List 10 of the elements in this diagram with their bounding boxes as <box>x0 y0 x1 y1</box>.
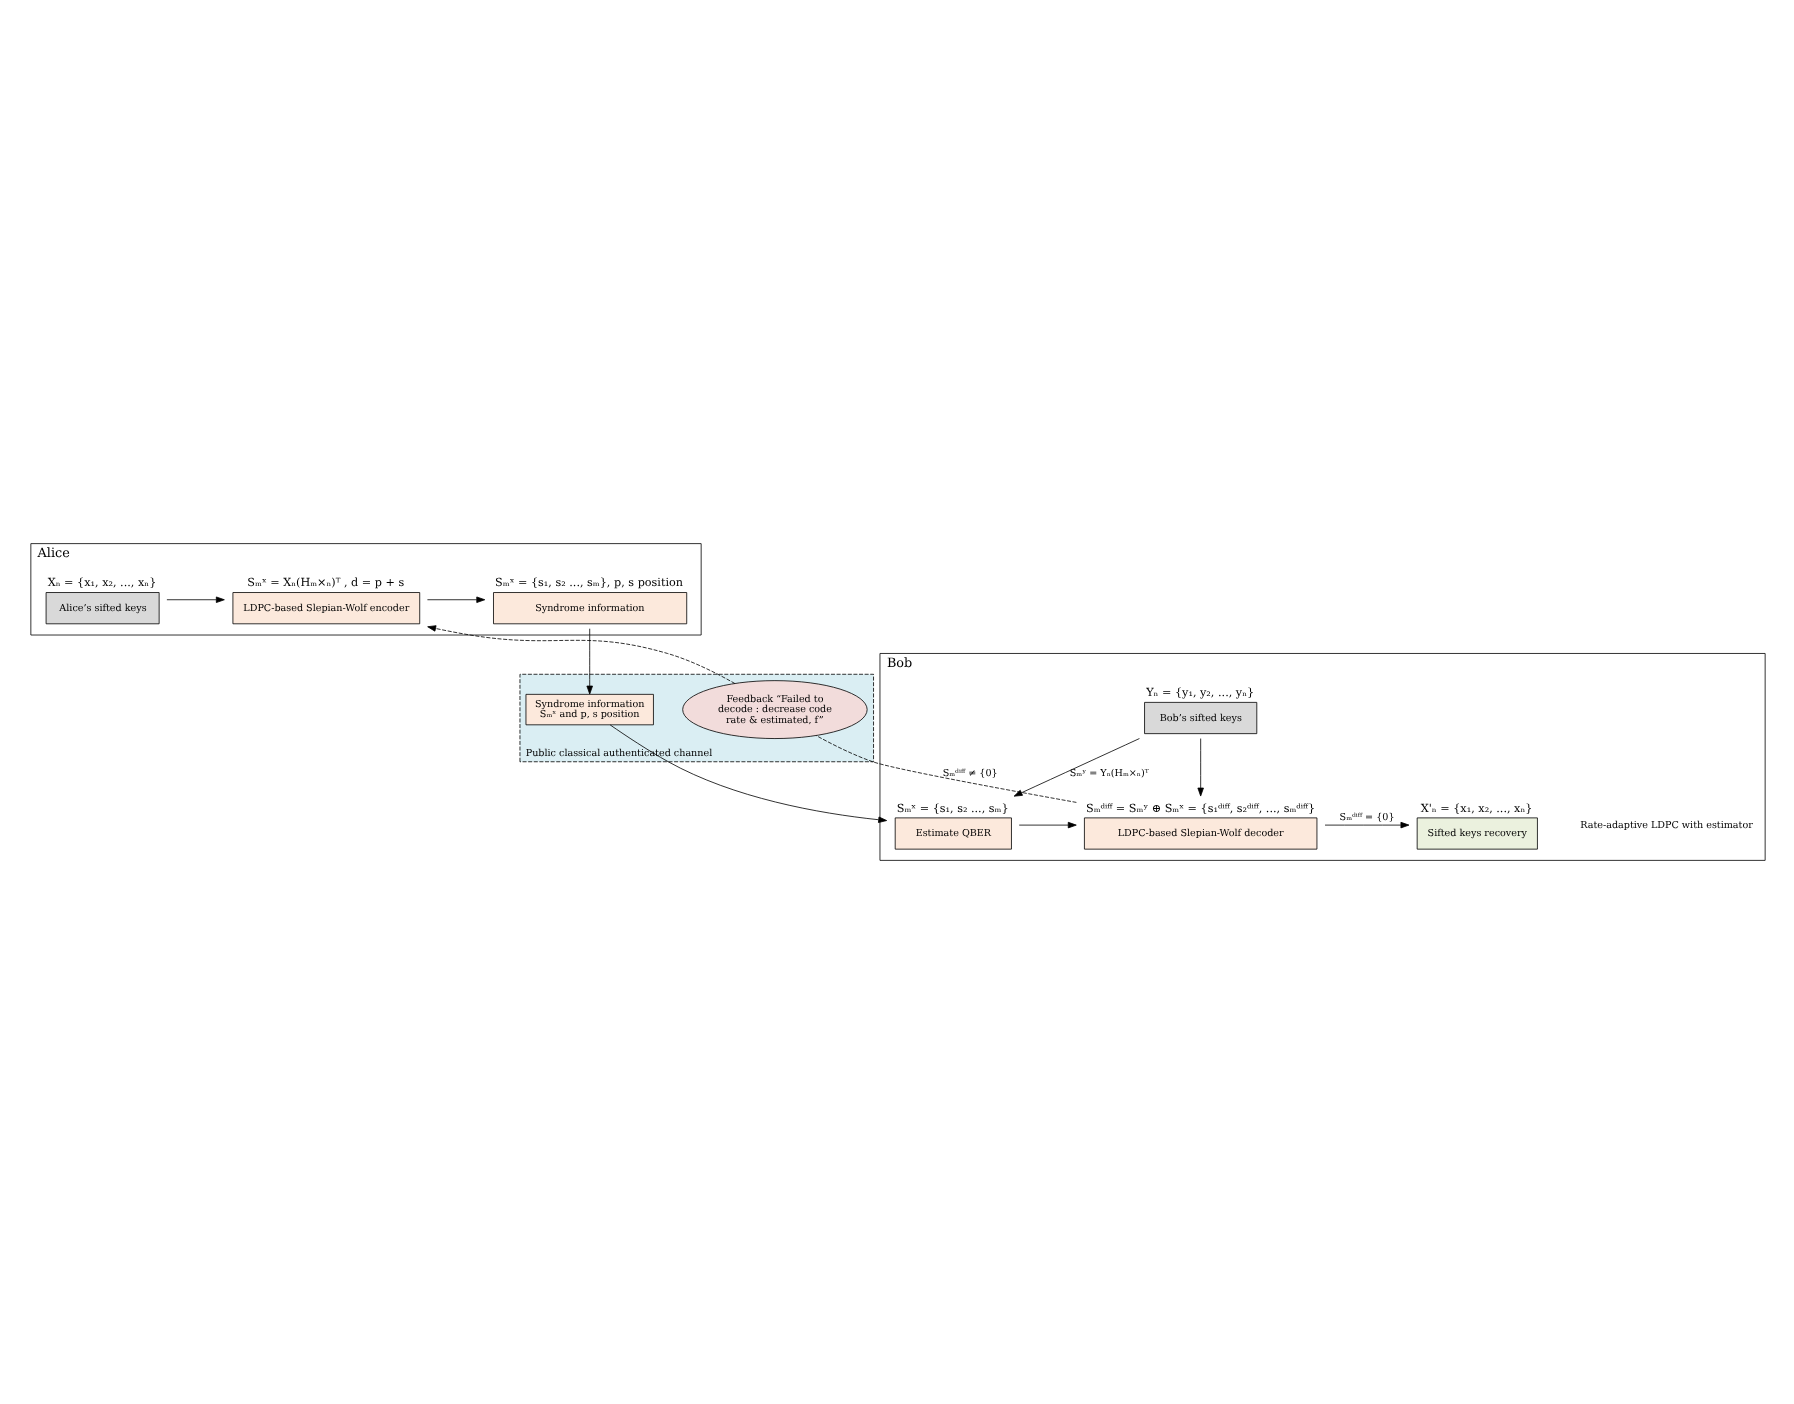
connector <box>814 735 1076 803</box>
arrow <box>1196 738 1203 797</box>
arrow <box>1323 821 1409 829</box>
arrow <box>608 724 887 823</box>
arrow <box>426 625 735 684</box>
arrow <box>585 628 592 695</box>
arrow <box>165 596 224 603</box>
arrow <box>426 596 485 603</box>
arrow <box>1012 738 1139 797</box>
arrow <box>1017 821 1076 829</box>
